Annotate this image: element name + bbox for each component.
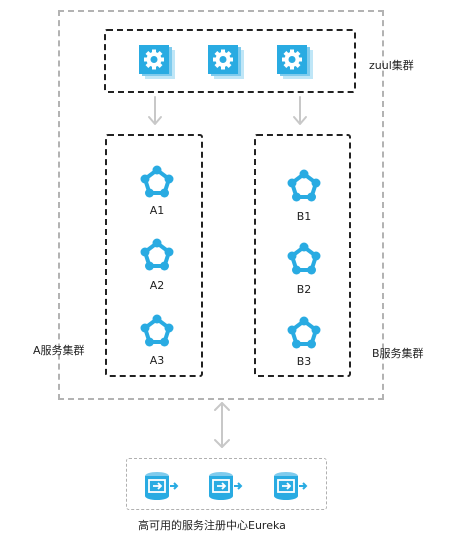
node-label-a1: A1 <box>149 204 165 217</box>
database-icon <box>207 471 243 505</box>
database-icon <box>272 471 308 505</box>
zuul-cluster-box <box>104 29 356 93</box>
network-ring-icon <box>139 165 175 203</box>
eureka-box <box>126 458 327 510</box>
network-ring-icon <box>286 242 322 280</box>
network-ring-icon <box>286 169 322 207</box>
node-label-b3: B3 <box>296 355 312 368</box>
node-label-b2: B2 <box>296 283 312 296</box>
gear-icon <box>139 45 185 85</box>
a-cluster-box <box>105 134 203 377</box>
network-ring-icon <box>286 316 322 354</box>
arrow-head-b <box>293 116 307 125</box>
outer-system-boundary <box>58 10 384 400</box>
gear-icon <box>208 45 254 85</box>
node-label-b1: B1 <box>296 210 312 223</box>
eureka-label: 高可用的服务注册中心Eureka <box>138 519 286 532</box>
arrow-head-down <box>214 439 230 448</box>
network-ring-icon <box>139 314 175 352</box>
arrow-head-a <box>148 116 162 125</box>
a-cluster-label: A服务集群 <box>33 344 85 357</box>
node-label-a3: A3 <box>149 354 165 367</box>
b-cluster-box <box>254 134 351 377</box>
b-cluster-label: B服务集群 <box>372 347 424 360</box>
network-ring-icon <box>139 238 175 276</box>
arrow-head-up <box>214 402 230 411</box>
zuul-cluster-label: zuul集群 <box>369 59 414 72</box>
database-icon <box>143 471 179 505</box>
gear-icon <box>277 45 323 85</box>
node-label-a2: A2 <box>149 279 165 292</box>
